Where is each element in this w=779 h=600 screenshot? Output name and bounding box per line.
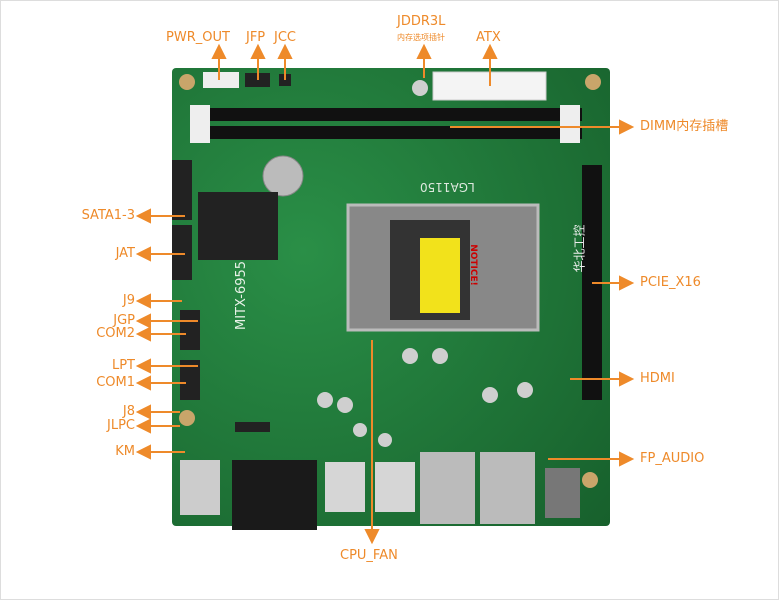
label-pwr-out: PWR_OUT: [166, 30, 230, 45]
label-km: KM: [115, 444, 135, 459]
label-atx: ATX: [476, 30, 501, 45]
notice-sticker: [420, 238, 460, 313]
audio-jack: [545, 468, 580, 518]
usb-port: [375, 462, 415, 512]
label-lpt: LPT: [111, 358, 135, 373]
label-j8: J8: [122, 404, 135, 419]
capacitors: [317, 80, 533, 447]
cmos-battery: [262, 155, 304, 197]
label-jat: JAT: [115, 246, 135, 261]
mount-hole: [585, 74, 601, 90]
dimm-latch: [560, 105, 580, 143]
label-jlpc: JLPC: [107, 418, 135, 433]
motherboard: [172, 68, 610, 526]
label-hdmi: HDMI: [640, 371, 675, 386]
label-cpu-fan: CPU_FAN: [340, 548, 398, 563]
sata-connector: [172, 160, 192, 220]
label-com1: COM1: [96, 375, 135, 390]
dimm-latch: [190, 105, 210, 143]
vga-port: [232, 460, 317, 530]
label-jddr3l-sub: 内存选项插针: [397, 33, 445, 42]
label-sata: SATA1-3: [81, 208, 135, 223]
label-fp-audio: FP_AUDIO: [640, 451, 705, 466]
mount-hole: [179, 410, 195, 426]
label-pcie-x16: PCIE_X16: [640, 275, 701, 290]
label-com2: COM2: [96, 326, 135, 341]
sata-connector: [172, 225, 192, 280]
callout-arrows: [135, 43, 635, 545]
dimm-slot: [192, 108, 582, 121]
mount-hole: [179, 74, 195, 90]
label-jddr3l: JDDR3L: [397, 14, 446, 29]
jlpc-header: [235, 422, 270, 432]
com2-header: [180, 310, 200, 350]
lan-port: [420, 452, 475, 524]
label-jfp: JFP: [246, 30, 266, 45]
usb-port: [325, 462, 365, 512]
ps2-port: [180, 460, 220, 515]
heatsink: [198, 192, 278, 260]
label-j9: J9: [122, 293, 135, 308]
label-jcc: JCC: [274, 30, 296, 45]
pwr-out-connector: [203, 72, 239, 88]
socket-text: LGA1150: [420, 180, 475, 194]
dimm-slot: [192, 126, 582, 139]
notice-text: NOTICE!: [467, 244, 478, 286]
label-jgp: JGP: [113, 313, 135, 328]
mount-hole: [582, 472, 598, 488]
label-dimm: DIMM内存插槽: [640, 119, 729, 134]
com1-header: [180, 360, 200, 400]
lan-port: [480, 452, 535, 524]
brand-logo: 华北工控: [572, 224, 587, 273]
board-model-text: MITX-6955: [234, 260, 249, 330]
